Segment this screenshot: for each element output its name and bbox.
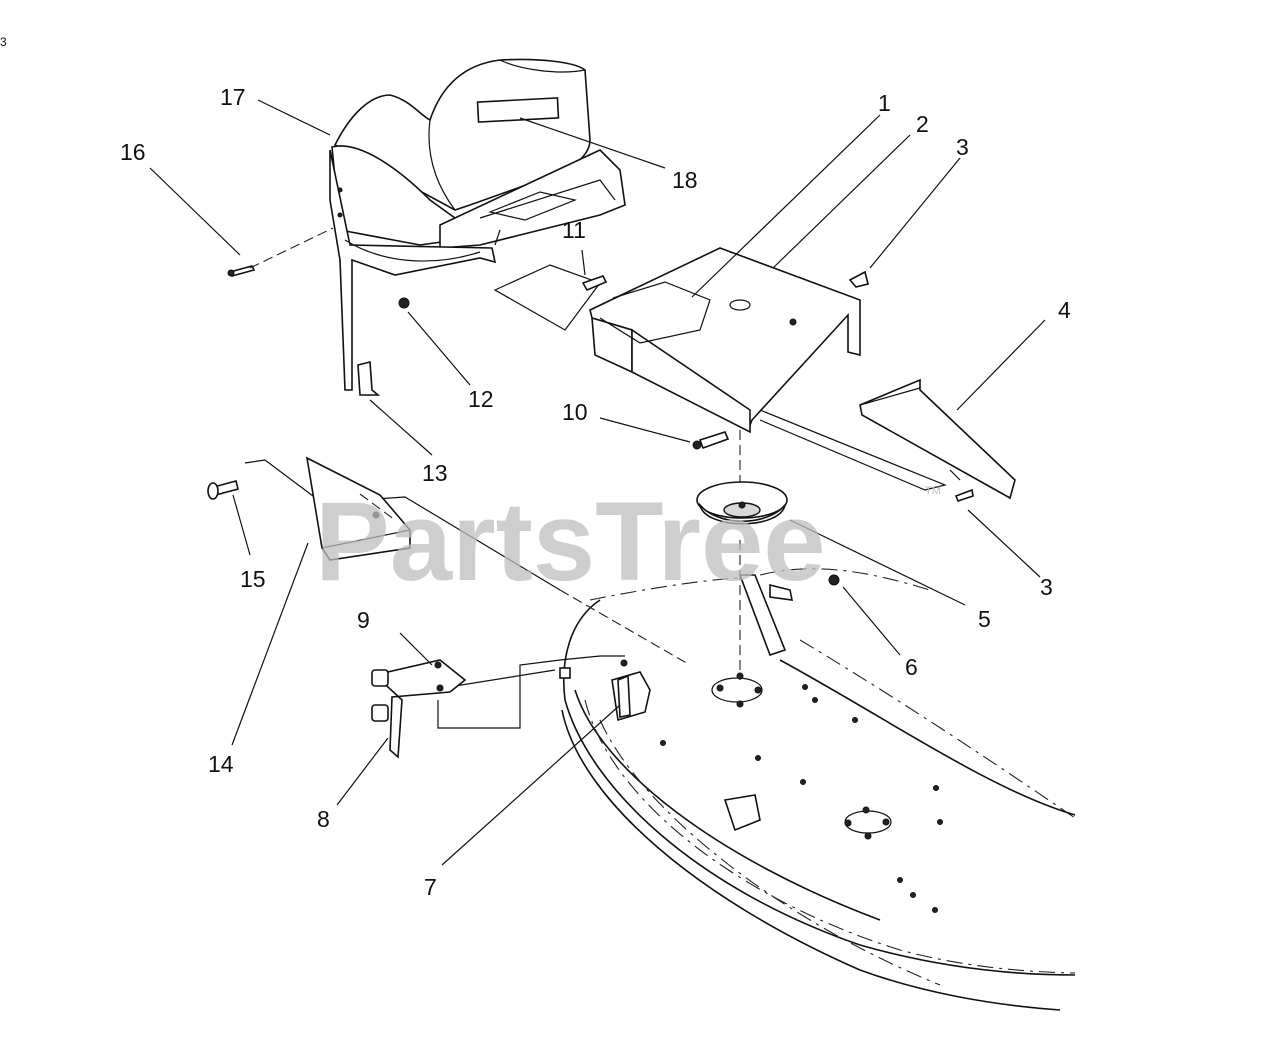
callout-3-bottom: 3	[1040, 574, 1053, 600]
callout-labels: 1 2 3 3 4 5 6 7 8 9 10 11 12 13 14 15 16…	[120, 84, 1071, 900]
callout-13: 13	[422, 460, 448, 486]
callout-2: 2	[916, 111, 929, 137]
callout-3-top: 3	[956, 134, 969, 160]
callout-4: 4	[1058, 297, 1071, 323]
callout-10: 10	[562, 399, 588, 425]
pulley-5	[696, 481, 788, 525]
callout-9: 9	[357, 607, 370, 633]
mounting-cover	[589, 247, 861, 434]
callout-8: 8	[317, 806, 330, 832]
callout-14: 14	[208, 751, 234, 777]
leader-lines	[149, 99, 1046, 866]
callout-12: 12	[468, 386, 494, 412]
callout-5: 5	[978, 606, 991, 632]
callout-17: 17	[220, 84, 246, 110]
corner-mark: 3	[0, 35, 7, 49]
callout-15: 15	[240, 566, 266, 592]
callout-7: 7	[424, 874, 437, 900]
bracket-4	[859, 378, 1016, 500]
partstree-watermark: PartsTree	[315, 479, 826, 604]
callout-18: 18	[672, 167, 698, 193]
watermark-trademark: TM	[925, 485, 941, 497]
callout-16: 16	[120, 139, 146, 165]
hardware	[207, 265, 974, 718]
deflector-14	[305, 456, 411, 561]
brackets-8-9	[371, 659, 467, 759]
seat-fender-assembly	[329, 58, 626, 396]
callout-6: 6	[905, 654, 918, 680]
mower-deck	[559, 568, 1076, 1011]
callout-11: 11	[562, 217, 586, 243]
callout-1: 1	[878, 90, 891, 116]
